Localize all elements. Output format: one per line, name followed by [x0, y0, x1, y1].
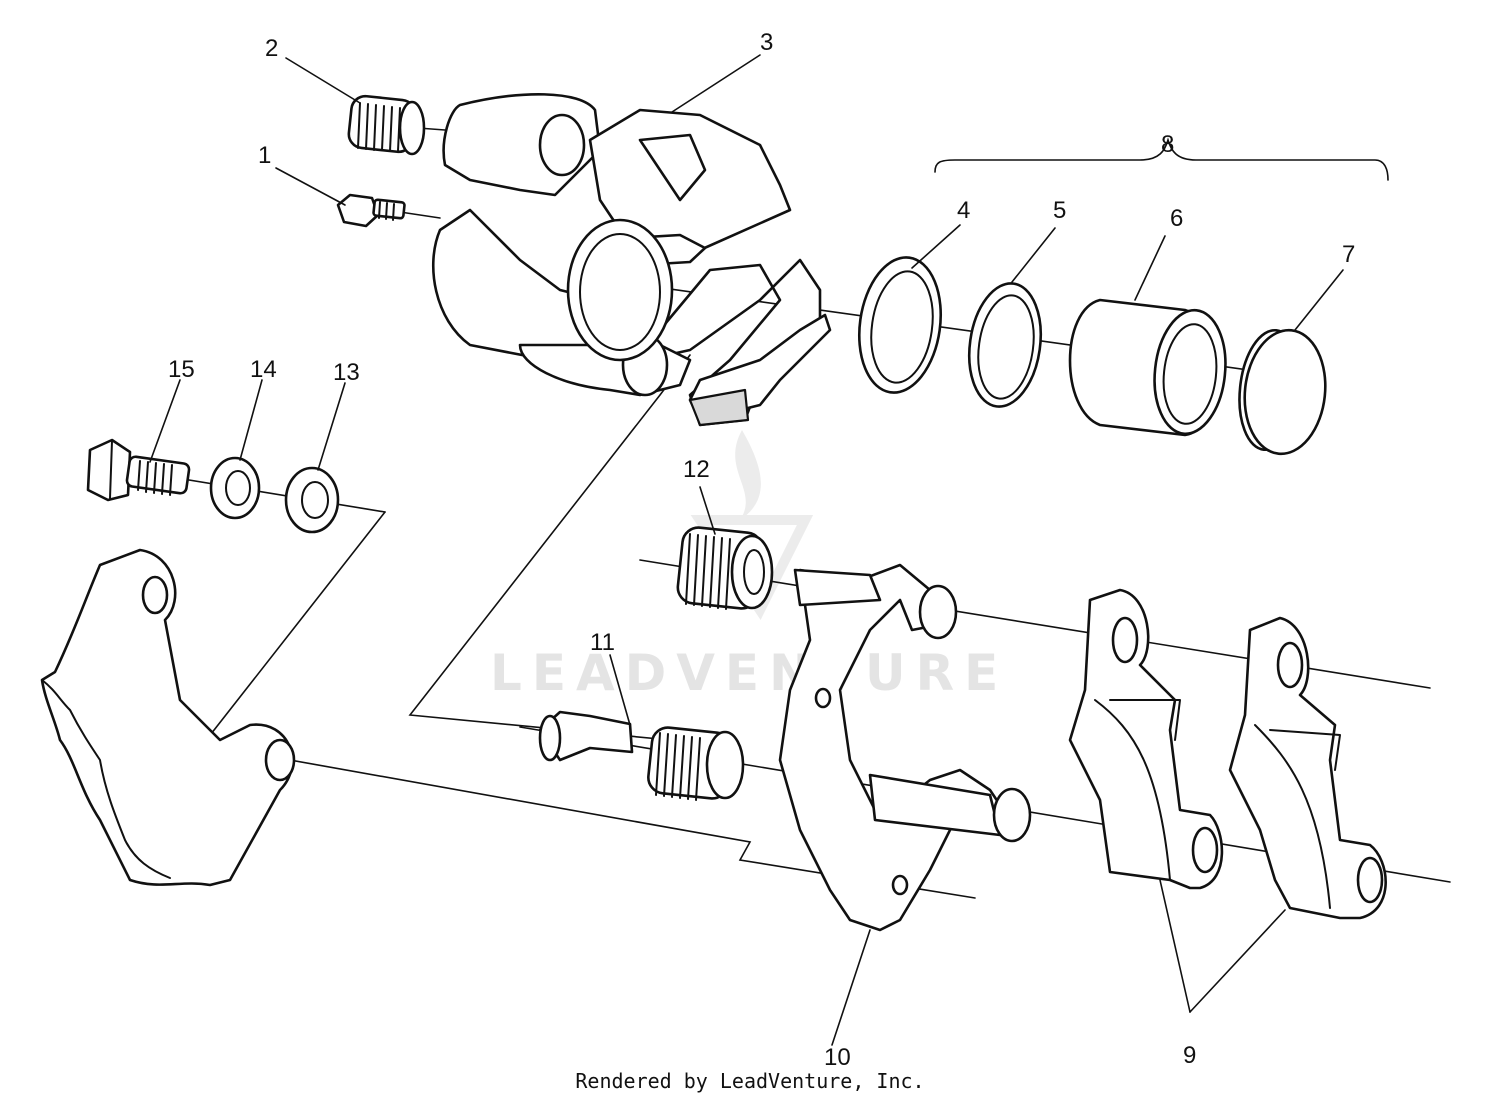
- callout-10: 10: [824, 1044, 851, 1071]
- part-7-dust-boot: [1238, 328, 1327, 456]
- part-3-caliper-body: [432, 93, 832, 427]
- callout-9: 9: [1183, 1042, 1196, 1069]
- footer-credit: Rendered by LeadVenture, Inc.: [575, 1069, 925, 1093]
- callout-12: 12: [683, 456, 710, 483]
- part-6-piston: [1068, 298, 1227, 437]
- leader-lines: [149, 54, 1389, 1046]
- callout-2: 2: [265, 35, 278, 62]
- callout-6: 6: [1170, 205, 1183, 232]
- callout-1: 1: [258, 142, 271, 169]
- callout-5: 5: [1053, 197, 1066, 224]
- callout-14: 14: [250, 356, 277, 383]
- leadventure-watermark: LEADVENTURE: [490, 430, 1008, 702]
- callout-15: 15: [168, 356, 195, 383]
- callout-8: 8: [1161, 131, 1174, 158]
- callout-4: 4: [957, 197, 970, 224]
- part-14-lock-washer: [209, 456, 261, 520]
- mounting-bracket: [40, 548, 296, 887]
- part-4-seal-ring: [857, 256, 943, 394]
- callout-labels: 2 1 3 8 4 5 6 7 15 14 13 12 11 10 9: [168, 29, 1355, 1071]
- watermark-text: LEADVENTURE: [490, 644, 1008, 702]
- part-2-threaded-plug: [347, 94, 426, 156]
- callout-13: 13: [333, 359, 360, 386]
- part-9-brake-pad-a: [1068, 588, 1224, 890]
- part-9-brake-pad-b: [1228, 616, 1387, 920]
- part-11-slide-pin: [538, 710, 745, 801]
- callout-7: 7: [1342, 241, 1355, 268]
- callout-11: 11: [590, 629, 615, 656]
- part-10-caliper-bracket: [778, 563, 1032, 932]
- part-15-bolt: [86, 438, 191, 502]
- part-1-bleeder-valve: [336, 193, 406, 228]
- callout-3: 3: [760, 29, 773, 56]
- part-12-boot: [676, 526, 774, 610]
- part-5-seal-ring: [967, 282, 1043, 408]
- part-13-flat-washer: [284, 466, 340, 534]
